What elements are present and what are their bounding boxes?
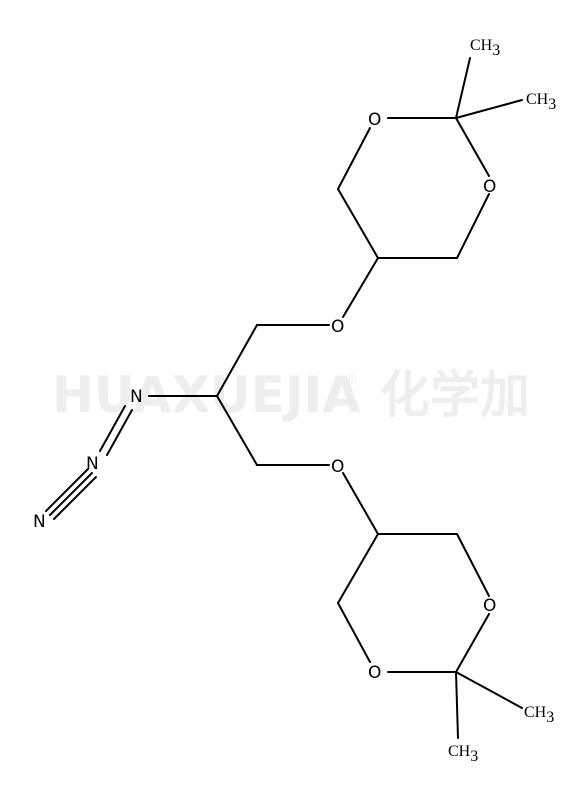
- bond: [45, 468, 89, 512]
- bond: [337, 533, 379, 604]
- atom-o-bottom-ring-2: O: [368, 663, 381, 683]
- atom-n-azide-2: N: [86, 454, 99, 474]
- atom-o-link-top: O: [331, 317, 344, 337]
- bond: [216, 395, 258, 466]
- bond: [216, 324, 258, 397]
- atom-o-top-ring-2: O: [483, 177, 496, 197]
- atom-ch3-top-2: CH3: [526, 91, 556, 113]
- atom-ch3-bottom-2: CH3: [448, 743, 478, 765]
- bond: [456, 533, 490, 597]
- bond: [455, 671, 459, 739]
- watermark-registered-mark: ®: [344, 372, 358, 388]
- atom-o-top-ring-1: O: [368, 110, 381, 130]
- bond: [456, 193, 490, 259]
- bonds: [45, 57, 523, 739]
- atom-ch3-bottom-1: CH3: [524, 704, 554, 726]
- bond: [49, 472, 93, 516]
- bond: [337, 602, 371, 663]
- bond: [455, 613, 490, 673]
- bond: [337, 127, 371, 190]
- bond: [106, 409, 133, 456]
- bond: [342, 257, 379, 318]
- bond: [455, 99, 523, 119]
- atom-labels: O O CH3 CH3 O O N N N O O CH3 CH3: [33, 37, 556, 765]
- atom-ch3-top-1: CH3: [470, 37, 500, 59]
- bond: [455, 117, 490, 177]
- bond: [337, 188, 379, 259]
- watermark: HUAXUEJIA ® 化学加: [52, 366, 530, 424]
- bond: [342, 472, 379, 535]
- atom-o-link-bottom: O: [331, 457, 344, 477]
- bond: [53, 476, 97, 520]
- atom-n-azide-1: N: [130, 387, 143, 407]
- bond: [99, 405, 126, 452]
- atom-o-bottom-ring-1: O: [483, 596, 496, 616]
- bond: [455, 671, 523, 709]
- watermark-chinese: 化学加: [380, 366, 530, 424]
- atom-n-azide-3: N: [33, 512, 46, 532]
- bond: [455, 57, 471, 119]
